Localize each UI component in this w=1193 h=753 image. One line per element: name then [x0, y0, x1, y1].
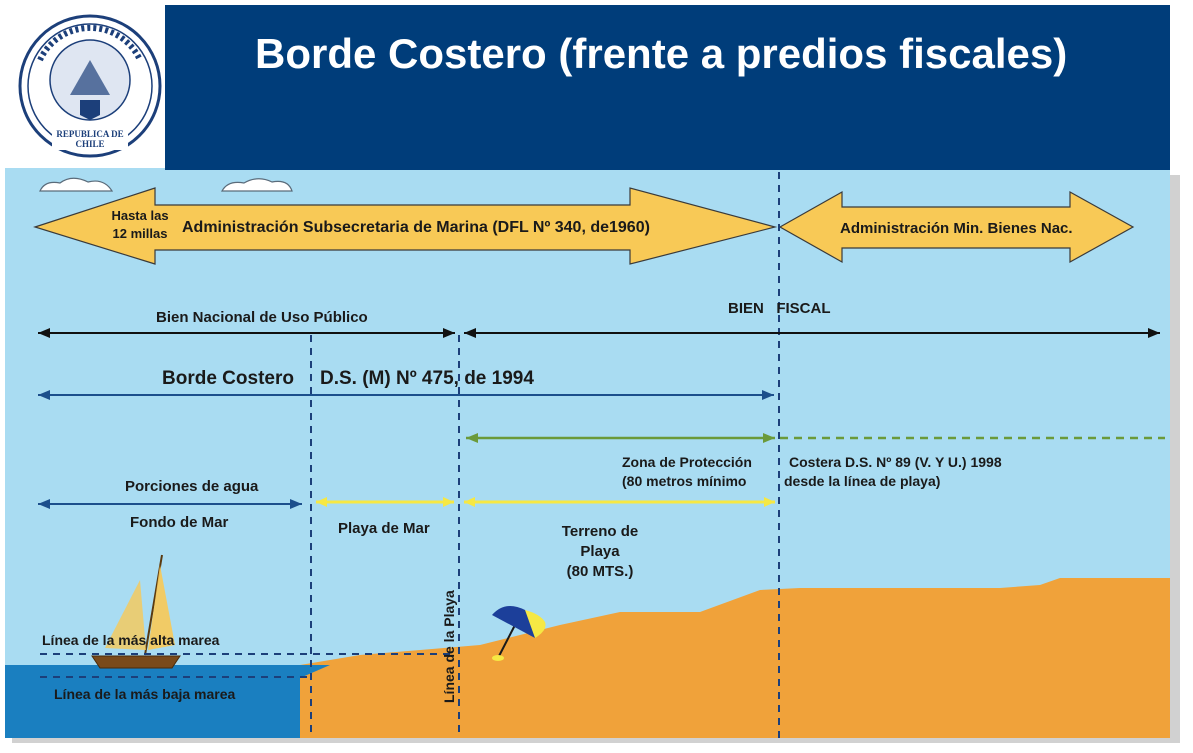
- header-band: [165, 5, 1170, 170]
- svg-text:REPUBLICA DE: REPUBLICA DE: [56, 129, 123, 139]
- arrow-bien-fiscal: [464, 328, 1160, 338]
- arrow-zona-proteccion: [466, 433, 1165, 443]
- bien-nacional-label: Bien Nacional de Uso Público: [156, 309, 368, 326]
- cloud-icon: [39, 177, 114, 192]
- marina-arrow-label: Administración Subsecretaria de Marina (…: [182, 219, 650, 236]
- arrow-marina-administration: [33, 187, 778, 265]
- borde-costero-label: Borde Costero: [162, 368, 294, 389]
- page-title: Borde Costero (frente a predios fiscales…: [255, 30, 1068, 77]
- beach-umbrella-icon: [492, 606, 546, 661]
- hasta-12-millas-label: Hasta las 12 millas: [105, 207, 175, 243]
- porciones-agua-label: Porciones de agua: [125, 478, 259, 495]
- baja-marea-label: Línea de la más baja marea: [54, 686, 236, 702]
- zona-proteccion-label-3: (80 metros mínimo: [622, 473, 747, 489]
- arrow-borde-costero: [38, 390, 774, 400]
- cloud-icon: [220, 178, 293, 192]
- terreno-playa-label: Terreno de Playa (80 MTS.): [540, 522, 660, 582]
- ds-475-label: D.S. (M) Nº 475, de 1994: [320, 368, 534, 389]
- fondo-mar-label: Fondo de Mar: [130, 514, 229, 531]
- zona-proteccion-label-1: Zona de Protección: [622, 454, 752, 470]
- alta-marea-label: Línea de la más alta marea: [42, 632, 220, 648]
- terreno-line-1: Terreno de: [561, 523, 639, 540]
- arrow-bien-nacional: [38, 328, 455, 338]
- sailboat-icon: [91, 554, 181, 669]
- hasta-label-line1: Hasta las: [111, 208, 169, 223]
- arrow-porciones-agua: [38, 499, 302, 509]
- hasta-label-line2: 12 millas: [112, 226, 168, 241]
- terreno-line-3: (80 MTS.): [566, 563, 634, 580]
- playa-mar-label: Playa de Mar: [338, 520, 430, 537]
- arrow-terreno-playa: [464, 497, 775, 507]
- bienes-arrow-label: Administración Min. Bienes Nac.: [840, 220, 1073, 237]
- sea-water: [5, 665, 330, 738]
- svg-text:CHILE: CHILE: [75, 139, 104, 149]
- zona-proteccion-label-4: desde la línea de playa): [784, 473, 941, 489]
- bien-fiscal-label: BIEN FISCAL: [728, 300, 831, 317]
- terreno-line-2: Playa: [580, 543, 620, 560]
- zona-proteccion-label-2: Costera D.S. Nº 89 (V. Y U.) 1998: [789, 454, 1002, 470]
- linea-playa-label: Línea de la Playa: [441, 590, 457, 703]
- navy-seal-logo: REPUBLICA DE CHILE: [0, 0, 165, 168]
- arrow-bienes-administration: [778, 190, 1135, 264]
- arrow-playa-mar: [316, 497, 454, 507]
